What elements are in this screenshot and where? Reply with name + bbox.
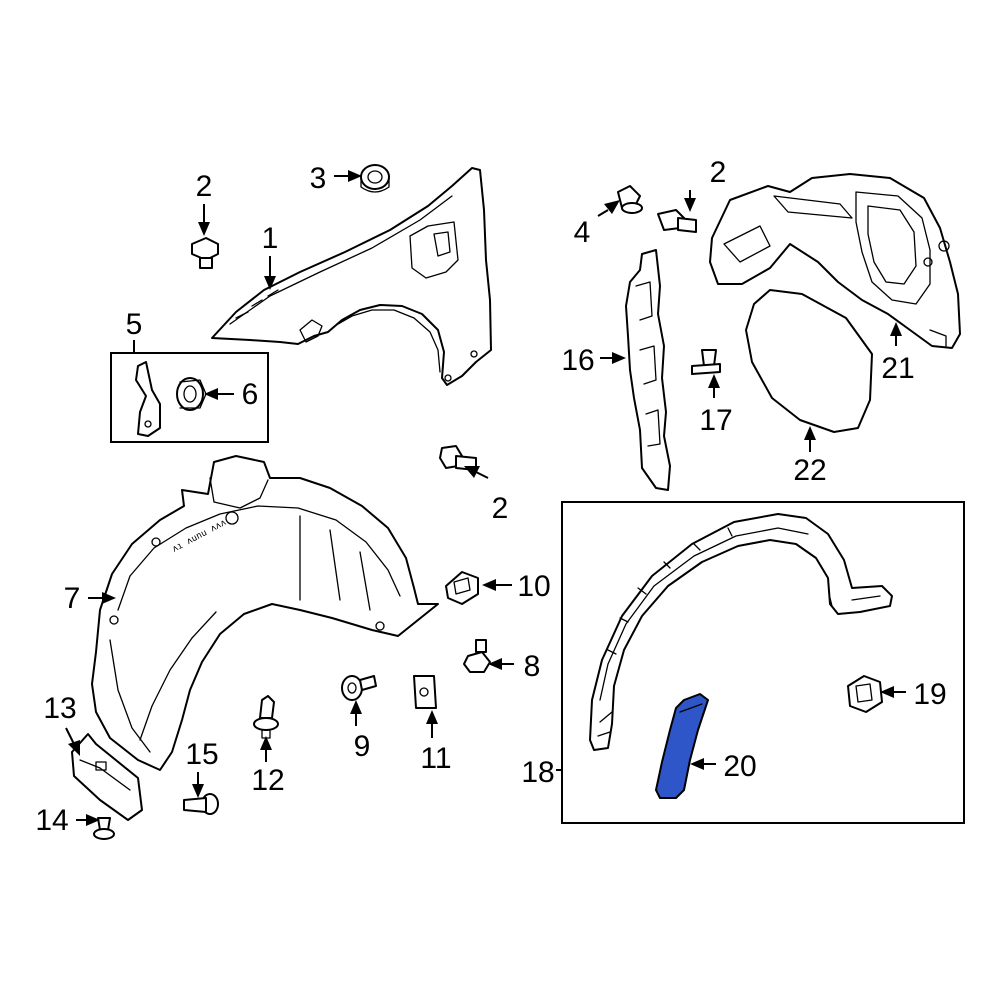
callout-14: 14: [35, 804, 68, 837]
arrowhead-3: [348, 170, 362, 182]
part-bumper[interactable]: [176, 377, 207, 411]
leader-4: [597, 209, 609, 217]
arrowhead-21: [890, 322, 902, 336]
arrowhead-19: [880, 686, 894, 698]
part-push-pin[interactable]: [93, 817, 115, 840]
part-screw-17[interactable]: [691, 349, 721, 375]
group-box-18: [561, 501, 965, 824]
arrowhead-12: [260, 736, 272, 750]
part-wheel-molding[interactable]: [589, 513, 893, 751]
arrowhead-22: [804, 426, 816, 440]
callout-11: 11: [420, 742, 451, 775]
part-bracket[interactable]: [135, 361, 161, 437]
arrowhead-8: [488, 658, 502, 670]
arrowhead-20: [690, 758, 704, 770]
callout-7: 7: [64, 582, 81, 615]
part-grommet[interactable]: [360, 164, 390, 193]
group-box-5: [110, 352, 269, 443]
part-fender-liner[interactable]: ʌı ʌunu ʌʌʌ: [91, 455, 439, 771]
arrowhead-2c: [464, 466, 480, 478]
arrowhead-10: [482, 579, 496, 591]
part-bracket-16[interactable]: [625, 249, 671, 491]
arrowhead-4: [604, 200, 620, 214]
callout-17: 17: [699, 404, 732, 437]
callout-22: 22: [793, 454, 826, 487]
callout-2a: 2: [196, 170, 213, 203]
callout-6: 6: [242, 378, 259, 411]
arrowhead-16: [612, 352, 626, 364]
callout-1: 1: [262, 222, 279, 255]
arrowhead-2a: [198, 222, 210, 236]
part-bolt-9[interactable]: [341, 675, 377, 701]
callout-4: 4: [574, 216, 591, 249]
part-clip-19[interactable]: [847, 675, 883, 713]
arrowhead-6: [204, 388, 218, 400]
callout-2b: 2: [710, 156, 727, 189]
arrowhead-7: [102, 592, 116, 604]
callout-9: 9: [354, 730, 371, 763]
arrowhead-9: [350, 700, 362, 714]
part-bolt-8[interactable]: [463, 639, 491, 673]
arrowhead-11: [426, 710, 438, 724]
callout-13: 13: [43, 692, 76, 725]
callout-18: 18: [521, 756, 554, 789]
leader-2c: [475, 471, 489, 479]
arrowhead-2b: [684, 198, 696, 212]
callout-3: 3: [310, 162, 327, 195]
callout-8: 8: [524, 650, 541, 683]
part-molding-highlighted[interactable]: [655, 693, 709, 799]
callout-15: 15: [185, 738, 218, 771]
arrowhead-13: [68, 740, 80, 756]
part-bolt-a[interactable]: [191, 237, 219, 269]
arrowhead-15: [192, 784, 204, 798]
part-retainer[interactable]: [253, 695, 279, 739]
part-filler-housing[interactable]: [709, 173, 961, 349]
arrowhead-14: [86, 814, 100, 826]
arrowhead-17: [708, 374, 720, 388]
part-bolt-b[interactable]: [657, 209, 697, 233]
part-nut-clip[interactable]: [445, 571, 479, 605]
callout-19: 19: [913, 678, 946, 711]
arrowhead-1: [264, 276, 276, 290]
callout-21: 21: [881, 352, 914, 385]
part-u-nut[interactable]: [413, 675, 437, 709]
part-clip-15[interactable]: [183, 793, 219, 815]
callout-16: 16: [561, 344, 594, 377]
leader-13: [65, 727, 75, 745]
part-fender[interactable]: [211, 167, 492, 386]
callout-10: 10: [517, 570, 550, 603]
callout-2c: 2: [492, 492, 509, 525]
callout-20: 20: [723, 750, 756, 783]
part-stud-4[interactable]: [617, 185, 643, 214]
callout-12: 12: [251, 764, 284, 797]
part-filler-door[interactable]: [745, 289, 873, 433]
callout-5: 5: [126, 308, 143, 341]
part-splash-shield[interactable]: [71, 733, 143, 821]
